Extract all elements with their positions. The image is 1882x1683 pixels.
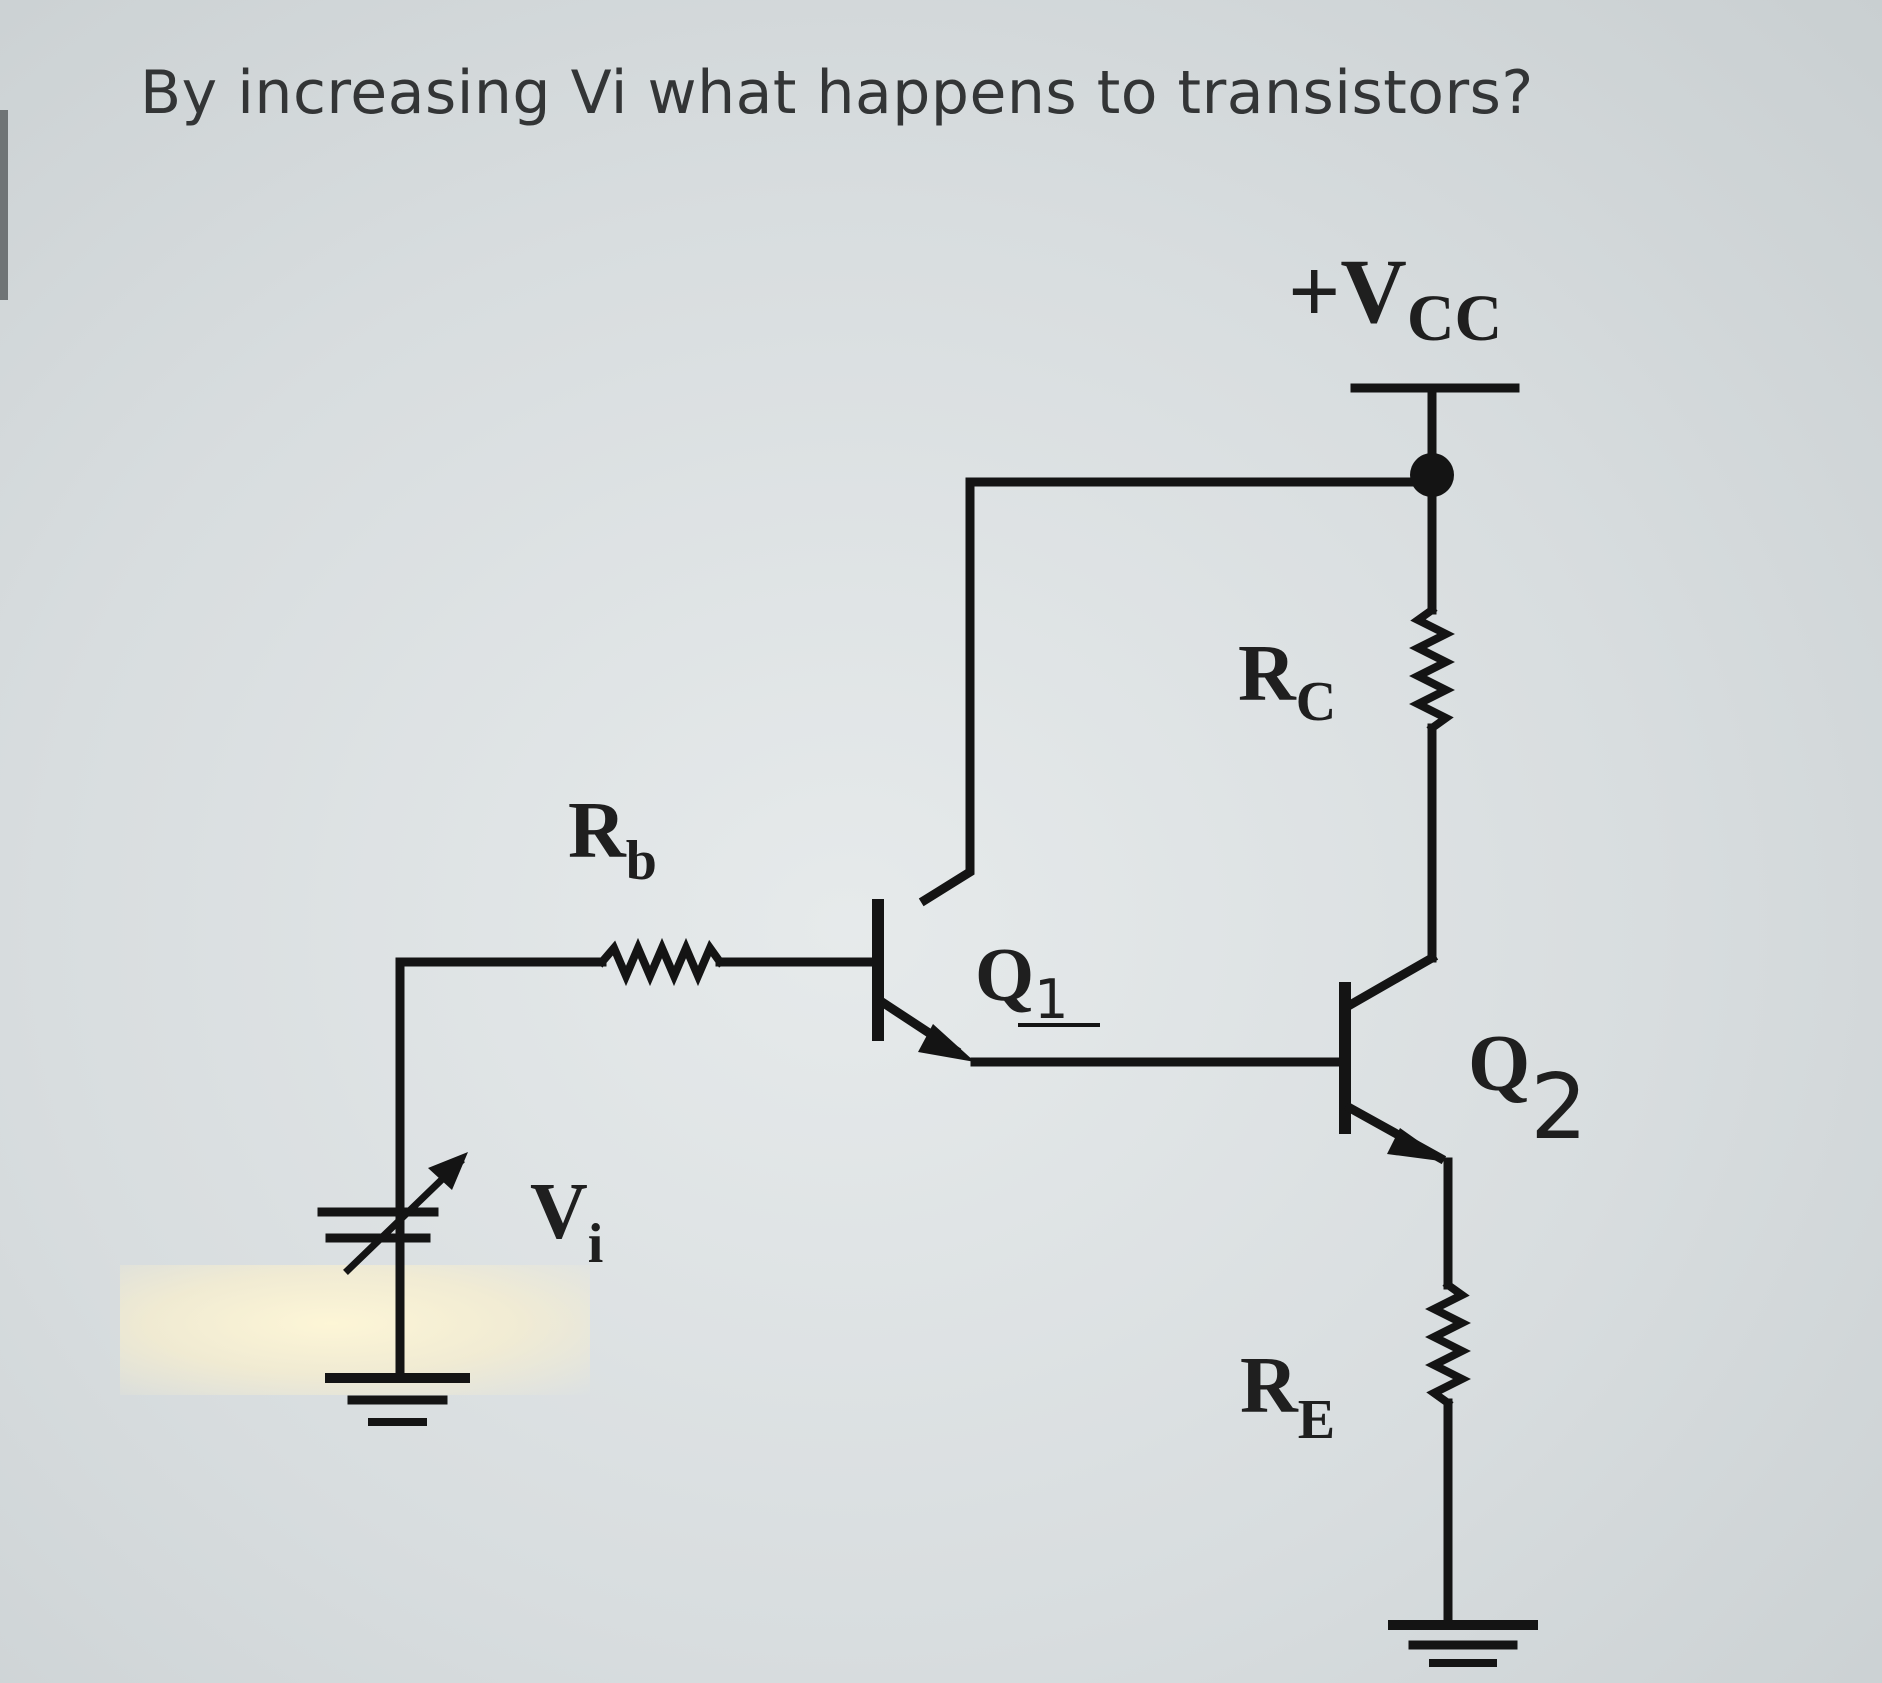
vi-variable-arrowhead [428, 1152, 468, 1190]
screen-edge [0, 110, 8, 300]
q2-emitter-arrow [1387, 1128, 1448, 1162]
q2-collector-lead [1343, 951, 1439, 1012]
vi-label: Vi [530, 1168, 603, 1275]
re-label: RE [1240, 1342, 1335, 1451]
rb-label: Rb [568, 787, 657, 892]
vcc-label: +VCC [1288, 240, 1502, 355]
rc-resistor [1409, 604, 1455, 734]
rb-resistor [596, 937, 726, 987]
q2-label: Q2 [1468, 1020, 1588, 1160]
q1-label: Q1 [975, 933, 1068, 1031]
q1-emitter-arrow [918, 1024, 975, 1062]
question-text: By increasing Vi what happens to transis… [140, 58, 1534, 128]
q1-collector-wire [918, 477, 1437, 907]
rb-left-wire [395, 957, 607, 1323]
re-resistor [1425, 1279, 1471, 1409]
rc-label: RC [1238, 630, 1336, 733]
